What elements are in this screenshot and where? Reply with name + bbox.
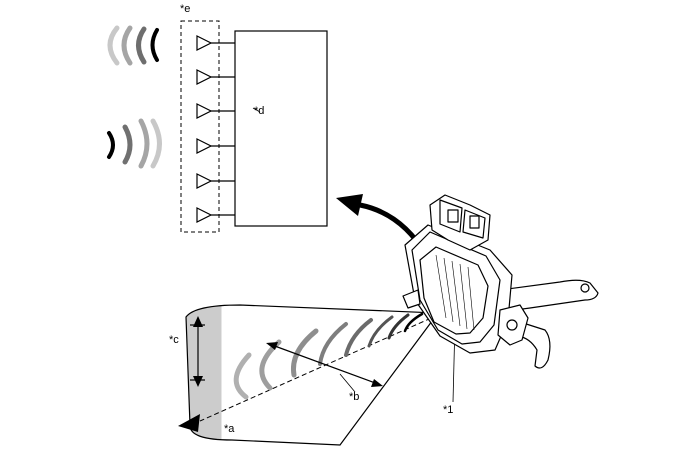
antenna-element-icon — [196, 138, 213, 154]
arrowhead-icon — [266, 342, 278, 350]
horizontal-range-arrow — [271, 344, 379, 385]
arrowhead-icon — [371, 379, 383, 387]
label-b: *b — [349, 391, 360, 403]
beam-direction-arrowhead-icon — [178, 414, 200, 432]
antenna-array-box — [180, 20, 220, 233]
arrowhead-icon — [193, 376, 203, 387]
label-d: *d — [254, 105, 265, 117]
receive-wave-icon — [107, 118, 162, 169]
antenna-element-icon — [196, 69, 213, 85]
antenna-elements — [196, 35, 213, 223]
label-a: *a — [224, 423, 235, 435]
beam-centerline — [199, 314, 439, 422]
radar-sensor-unit — [402, 194, 599, 369]
arrowhead-icon — [336, 194, 363, 216]
arrowhead-icon — [193, 316, 203, 327]
leader-line-b — [339, 373, 356, 393]
leader-line-d — [252, 107, 261, 113]
label-c: *c — [169, 334, 179, 346]
processing-block — [234, 30, 328, 227]
transmit-wave-icon — [107, 25, 159, 66]
antenna-element-icon — [196, 103, 213, 119]
sensor-fin-lines — [435, 254, 475, 331]
antenna-element-icon — [196, 173, 213, 189]
label-1: *1 — [443, 404, 454, 416]
antenna-element-icon — [196, 35, 213, 51]
label-e: *e — [180, 3, 191, 15]
radar-beam-fan — [185, 304, 440, 446]
antenna-element-icon — [196, 207, 213, 223]
antenna-connections — [211, 42, 235, 216]
